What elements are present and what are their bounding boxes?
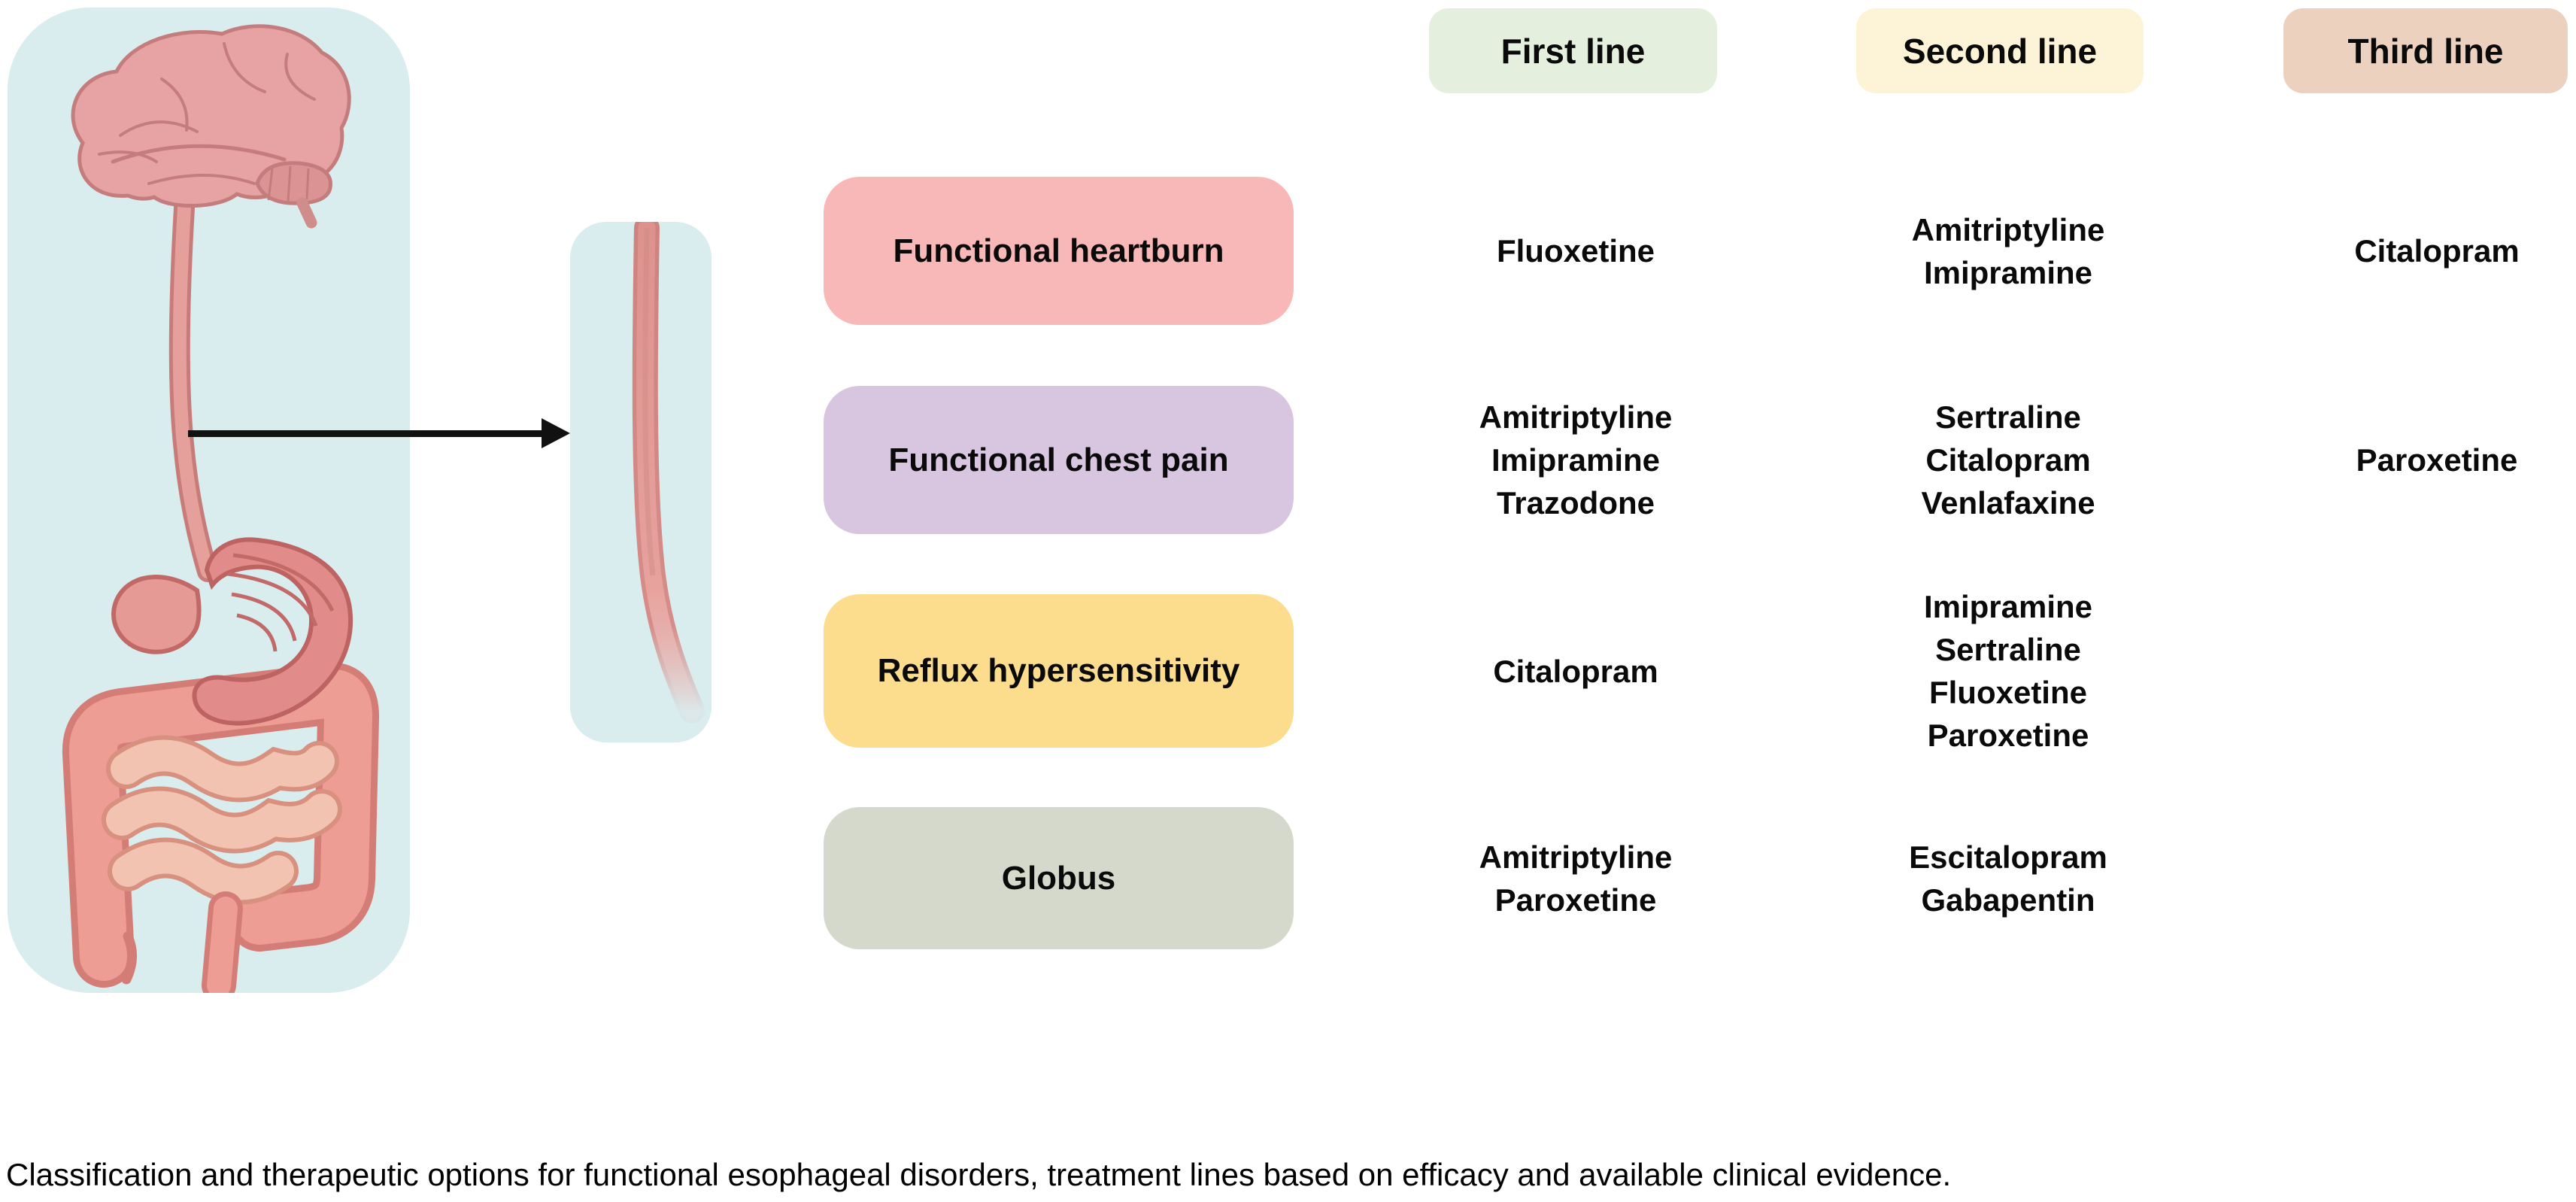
treatments-chest-pain-second-line: Sertraline Citalopram Venlafaxine: [1921, 399, 2095, 521]
treatments-chest-pain-third-line: Paroxetine: [2356, 442, 2518, 478]
digestive-system-panel: [8, 8, 410, 993]
column-header-second-line: Second line: [1856, 8, 2144, 93]
figure-caption: Classification and therapeutic options f…: [6, 1157, 1952, 1192]
stomach-icon: [192, 537, 353, 726]
treatments-heartburn-third-line: Citalopram: [2354, 233, 2520, 269]
small-intestine-icon: [102, 735, 342, 905]
disorder-label: Globus: [1001, 859, 1116, 897]
brain-icon: [71, 24, 351, 229]
treatments-reflux-third-line: [2249, 594, 2576, 748]
esophagus-tube-icon: [632, 222, 705, 724]
cerebellum-icon: [255, 161, 332, 205]
disorder-label: Reflux hypersensitivity: [877, 652, 1240, 689]
esophagus-icon: [168, 185, 218, 582]
treatments-chest-pain-first-line: Amitriptyline Imipramine Trazodone: [1479, 399, 1673, 521]
disorder-box-functional-heartburn: Functional heartburn: [824, 177, 1294, 325]
column-header-label: First line: [1500, 31, 1646, 71]
treatments-globus-second-line: Escitalopram Gabapentin: [1909, 839, 2107, 918]
treatments-heartburn-second-line: Amitriptyline Imipramine: [1911, 211, 2105, 290]
treatments-reflux-first-line: Citalopram: [1493, 653, 1658, 689]
large-intestine-icon: [62, 663, 379, 988]
treatments-heartburn-first-line: Fluoxetine: [1496, 233, 1655, 269]
disorder-box-globus: Globus: [824, 807, 1294, 949]
rectum-icon: [202, 891, 243, 993]
disorder-label: Functional heartburn: [893, 232, 1224, 269]
duodenum-icon: [111, 575, 202, 654]
appendix-icon: [121, 931, 137, 985]
treatments-globus-first-line: Amitriptyline Paroxetine: [1479, 839, 1673, 918]
right-arrow-line: [188, 430, 543, 437]
column-header-third-line: Third line: [2283, 8, 2568, 93]
esophagus-zoom-panel: [570, 222, 712, 742]
column-header-first-line: First line: [1429, 8, 1717, 93]
treatments-globus-third-line: [2249, 807, 2576, 949]
treatments-reflux-second-line: Imipramine Sertraline Fluoxetine Paroxet…: [1923, 589, 2093, 753]
column-header-label: Second line: [1902, 31, 2098, 71]
right-arrow-head: [542, 418, 570, 448]
disorder-box-reflux-hypersensitivity: Reflux hypersensitivity: [824, 594, 1294, 748]
disorder-label: Functional chest pain: [888, 441, 1229, 478]
esophagus-zoom-illustration: [632, 222, 705, 724]
digestive-system-illustration: [62, 24, 379, 993]
disorder-box-functional-chest-pain: Functional chest pain: [824, 386, 1294, 534]
column-header-label: Third line: [2347, 31, 2504, 71]
